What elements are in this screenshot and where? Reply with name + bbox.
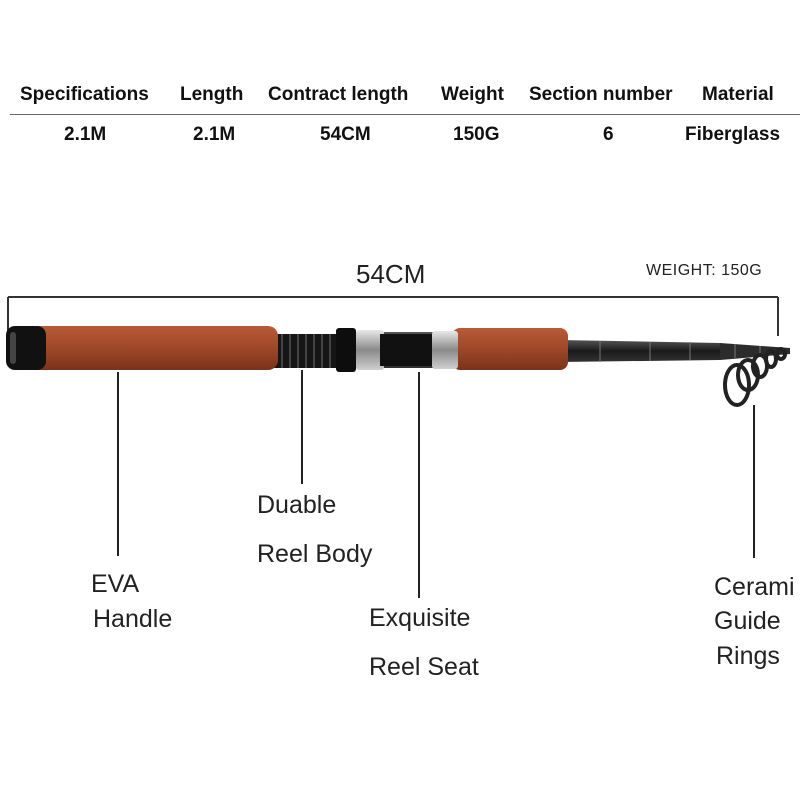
spec-header-contract-length: Contract length — [268, 84, 409, 105]
reel-body — [272, 328, 356, 372]
callout-guide-rings-line1: Cerami — [714, 573, 795, 601]
spec-value-specifications: 2.1M — [64, 124, 107, 145]
fore-grip — [452, 328, 568, 370]
guide-rings — [723, 347, 787, 407]
callout-reel-seat-line2: Reel Seat — [369, 653, 479, 681]
spec-header-weight: Weight — [441, 84, 504, 105]
spec-divider — [10, 114, 800, 115]
spec-value-length: 2.1M — [193, 124, 236, 145]
callout-reel-body-line2: Reel Body — [257, 540, 373, 568]
eva-handle — [6, 326, 278, 370]
callout-reel-seat-line1: Exquisite — [369, 604, 471, 632]
weight-label: WEIGHT: 150G — [646, 262, 763, 279]
spec-value-contract-length: 54CM — [320, 124, 371, 145]
spec-value-section-number: 6 — [603, 124, 614, 145]
spec-header-material: Material — [702, 84, 774, 105]
callout-eva-handle-line2: Handle — [93, 605, 173, 633]
callout-guide-rings-line3: Rings — [716, 642, 780, 670]
spec-header-specifications: Specifications — [20, 84, 149, 105]
reel-seat — [348, 330, 458, 370]
callout-reel-body-line1: Duable — [257, 491, 337, 519]
length-label: 54CM — [356, 259, 426, 289]
spec-header-length: Length — [180, 84, 244, 105]
callout-eva-handle-line1: EVA — [91, 570, 140, 598]
callout-guide-rings-line2: Guide — [714, 607, 781, 635]
rod-blank — [560, 340, 790, 362]
spec-header-section-number: Section number — [529, 84, 673, 105]
spec-value-material: Fiberglass — [685, 124, 781, 145]
callout-leader-lines — [117, 370, 755, 598]
spec-value-weight: 150G — [453, 124, 500, 145]
